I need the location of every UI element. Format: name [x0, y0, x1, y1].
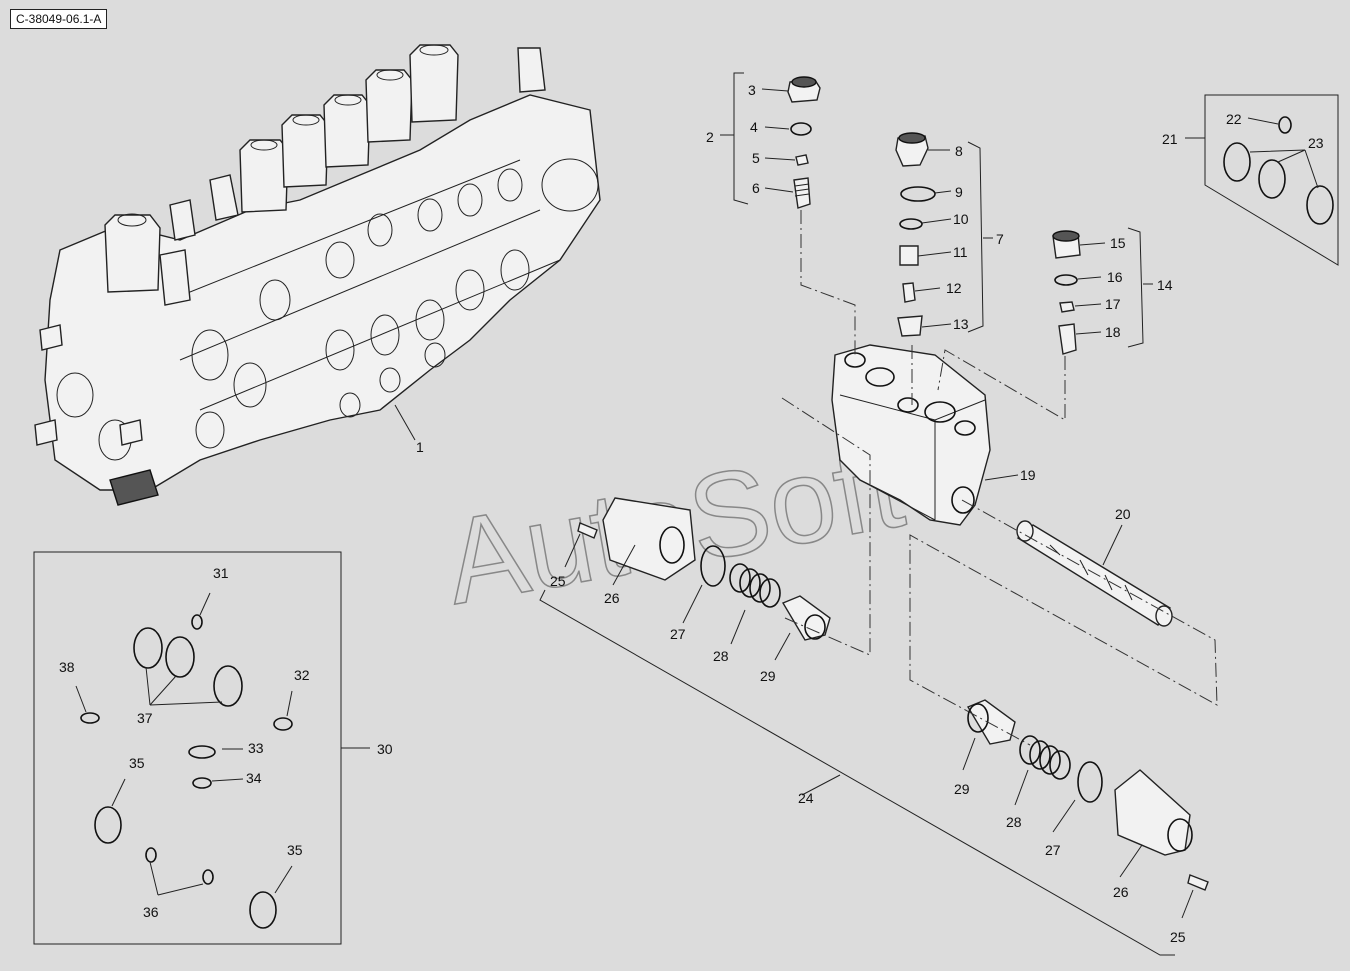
callout-33: 33: [248, 740, 264, 756]
callout-26-lower: 26: [1113, 884, 1129, 900]
callout-27-lower: 27: [1045, 842, 1061, 858]
kit-2-parts: [787, 76, 821, 209]
callout-32: 32: [294, 667, 310, 683]
section-body: [831, 344, 991, 526]
callout-10: 10: [953, 211, 969, 227]
leader-lines: [75, 72, 1319, 956]
callout-29-upper: 29: [760, 668, 776, 684]
callout-38: 38: [59, 659, 75, 675]
callout-29-lower: 29: [954, 781, 970, 797]
callout-2: 2: [706, 129, 714, 145]
callout-labels: 1 2 3 4 5 6 7 8 9 10 11 12 13 14 15 16 1…: [59, 82, 1324, 945]
valve-bank-assembly: [34, 44, 601, 506]
callout-28-upper: 28: [713, 648, 729, 664]
callout-11: 11: [953, 244, 968, 260]
callout-16: 16: [1107, 269, 1123, 285]
callout-15: 15: [1110, 235, 1126, 251]
figure-reference-code: C-38049-06.1-A: [10, 9, 108, 29]
callout-3: 3: [748, 82, 756, 98]
callout-17: 17: [1105, 296, 1121, 312]
callout-18: 18: [1105, 324, 1121, 340]
callout-25-lower: 25: [1170, 929, 1186, 945]
callout-21: 21: [1162, 131, 1178, 147]
callout-13: 13: [953, 316, 969, 332]
callout-19: 19: [1020, 467, 1036, 483]
callout-1: 1: [416, 439, 424, 455]
callout-30: 30: [377, 741, 393, 757]
callout-7: 7: [996, 231, 1004, 247]
callout-5: 5: [752, 150, 760, 166]
callout-35-right: 35: [287, 842, 303, 858]
upper-spring-set: [577, 497, 831, 641]
callout-36: 36: [143, 904, 159, 920]
lower-spring-set: [966, 699, 1209, 891]
callout-6: 6: [752, 180, 760, 196]
callout-23: 23: [1308, 135, 1324, 151]
kit-21-parts: [1204, 94, 1339, 266]
seal-kit-box: [33, 551, 342, 945]
callout-37: 37: [137, 710, 153, 726]
callout-20: 20: [1115, 506, 1131, 522]
callout-34: 34: [246, 770, 262, 786]
callout-28-lower: 28: [1006, 814, 1022, 830]
callout-31: 31: [213, 565, 229, 581]
callout-22: 22: [1226, 111, 1242, 127]
callout-27-upper: 27: [670, 626, 686, 642]
callout-35-left: 35: [129, 755, 145, 771]
kit-7-parts: [895, 132, 936, 337]
kit-14-parts: [1052, 230, 1081, 355]
assembly-lines: [781, 210, 1218, 746]
callout-9: 9: [955, 184, 963, 200]
callout-24: 24: [798, 790, 814, 806]
callout-12: 12: [946, 280, 962, 296]
callout-25-upper: 25: [550, 573, 566, 589]
callout-26-upper: 26: [604, 590, 620, 606]
callout-14: 14: [1157, 277, 1173, 293]
callout-4: 4: [750, 119, 758, 135]
callout-8: 8: [955, 143, 963, 159]
